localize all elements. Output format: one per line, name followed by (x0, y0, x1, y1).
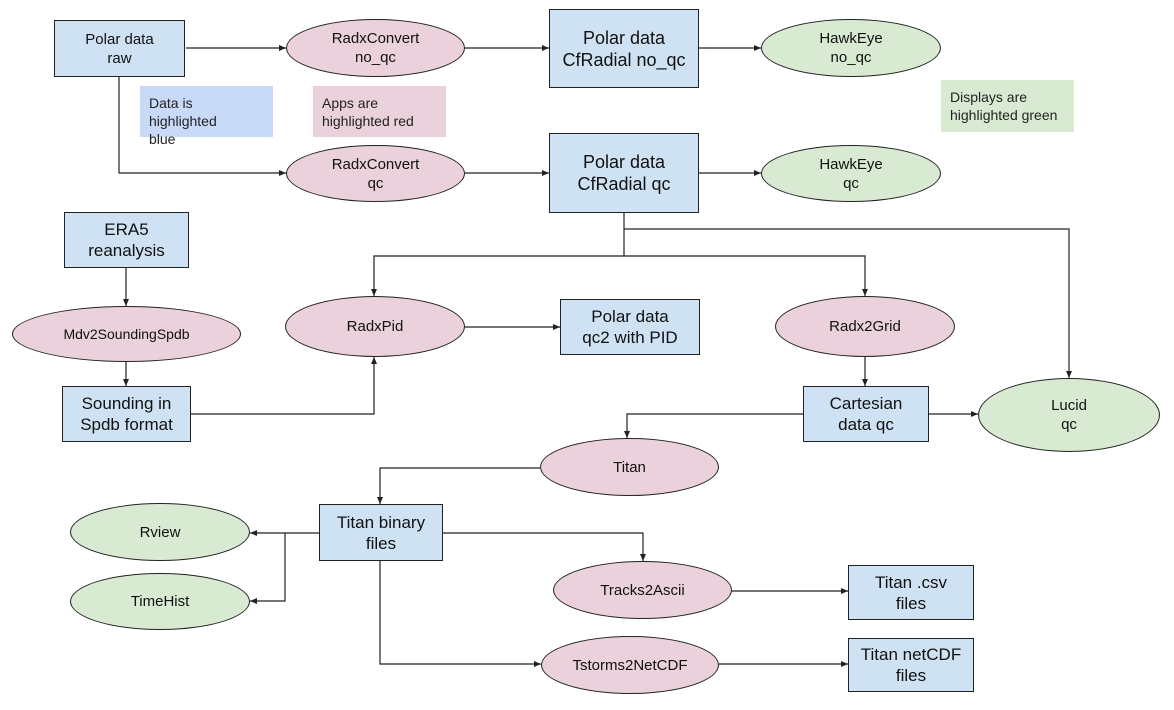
radxconvert-qc-app: RadxConvert qc (286, 145, 465, 202)
cartesian-data-qc-box: Cartesian data qc (803, 386, 929, 442)
sounding-spdb-box: Sounding in Spdb format (62, 386, 191, 442)
polar-data-cfradial-qc-box: Polar data CfRadial qc (549, 133, 699, 213)
timehist-display: TimeHist (70, 573, 250, 630)
legend-data-blue: Data is highlighted blue (140, 86, 273, 147)
titan-binary-files-box: Titan binary files (319, 504, 443, 561)
rview-display: Rview (70, 503, 250, 561)
titan-csv-files-box: Titan .csv files (848, 565, 974, 620)
radxpid-app: RadxPid (285, 296, 465, 357)
lucid-qc-display: Lucid qc (978, 378, 1160, 452)
legend-displays-green: Displays are highlighted green (941, 80, 1074, 132)
connector-titan-binary-to-timehist (250, 533, 286, 604)
connector-polar-raw-to-radxconvert-qc (118, 77, 286, 176)
connector-titan-binary-to-tracks2ascii (443, 532, 646, 561)
era5-reanalysis-box: ERA5 reanalysis (64, 212, 189, 268)
radx2grid-app: Radx2Grid (775, 296, 955, 357)
connector-polar-cfradial-qc-to-radxpid (371, 255, 624, 296)
radxconvert-noqc-app: RadxConvert no_qc (286, 19, 465, 77)
connector-titan-to-titan-binary (377, 467, 540, 504)
polar-data-qc2-pid-box: Polar data qc2 with PID (560, 299, 700, 355)
titan-netcdf-files-box: Titan netCDF files (848, 638, 974, 692)
polar-data-raw-box: Polar data raw (54, 20, 185, 77)
connector-cartesian-to-titan (624, 413, 803, 438)
connector-titan-binary-to-tstorms2netcdf (379, 561, 541, 667)
mdv2soundingspdb-app: Mdv2SoundingSpdb (12, 306, 241, 362)
tstorms2netcdf-app: Tstorms2NetCDF (541, 636, 719, 694)
tracks2ascii-app: Tracks2Ascii (553, 561, 732, 619)
polar-data-cfradial-noqc-box: Polar data CfRadial no_qc (549, 9, 699, 88)
connector-polar-cfradial-qc-to-lucid (624, 228, 1072, 378)
hawkeye-qc-display: HawkEye qc (761, 145, 941, 202)
legend-apps-red: Apps are highlighted red (313, 86, 446, 137)
titan-app: Titan (540, 438, 719, 496)
hawkeye-noqc-display: HawkEye no_qc (761, 19, 941, 77)
connector-polar-cfradial-qc-to-radx2grid (624, 255, 868, 296)
connector-sounding-to-radxpid (191, 357, 377, 415)
